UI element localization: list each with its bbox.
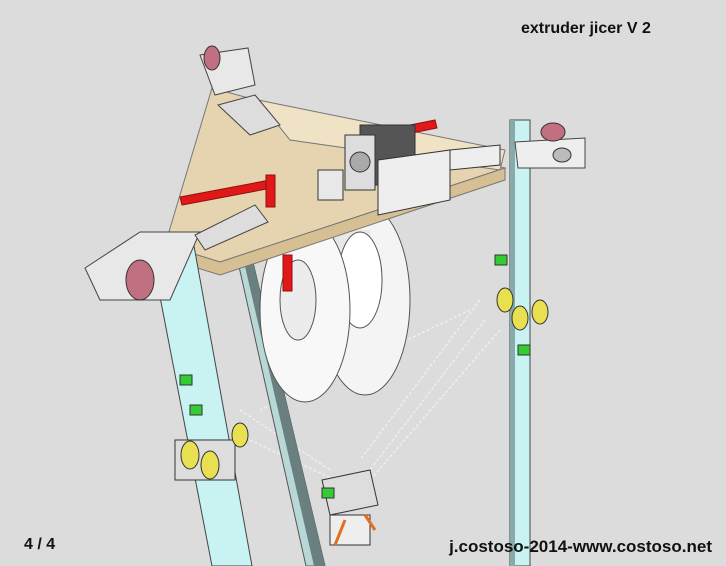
model-title: extruder jicer V 2	[521, 20, 651, 37]
filament-spool	[259, 204, 411, 403]
carriage-left	[174, 374, 249, 481]
threaded-rods	[179, 119, 438, 292]
credit-text: j.costoso-2014-www.costoso.net	[449, 537, 712, 556]
stepper-motor	[317, 124, 501, 216]
right-bracket	[514, 137, 586, 169]
left-idler-pulley	[125, 259, 155, 301]
effector	[321, 469, 379, 546]
page-indicator: 4 / 4	[24, 536, 56, 553]
right-idler-pulley	[540, 122, 566, 142]
carriage-right	[494, 254, 549, 356]
